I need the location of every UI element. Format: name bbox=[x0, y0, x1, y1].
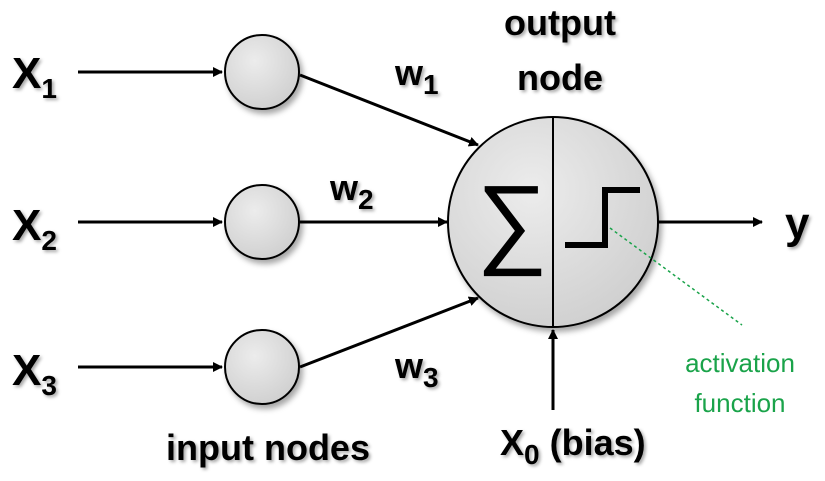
weight-arrow-1 bbox=[299, 73, 479, 147]
input-node-1 bbox=[224, 34, 300, 110]
input-label-x3: X3 bbox=[12, 346, 57, 401]
step-function-icon bbox=[565, 187, 640, 248]
input-label-x1: X1 bbox=[12, 49, 57, 104]
weight-label-w1: w1 bbox=[394, 52, 439, 100]
input-nodes-label: input nodes bbox=[166, 427, 370, 468]
activation-label-line2: function bbox=[694, 388, 785, 418]
weight-arrow-3 bbox=[299, 296, 479, 369]
weight-label-w2: w2 bbox=[329, 167, 374, 215]
bias-label: X0 (bias) bbox=[500, 422, 646, 470]
output-label-y: y bbox=[785, 199, 810, 248]
input-node-2 bbox=[224, 184, 300, 260]
weight-label-w3: w3 bbox=[394, 345, 439, 393]
summation-symbol: ∑ bbox=[476, 165, 547, 277]
output-node-title-line2: node bbox=[517, 57, 603, 98]
input-label-x2: X2 bbox=[12, 201, 57, 256]
input-node-3 bbox=[224, 329, 300, 405]
activation-label-line1: activation bbox=[685, 348, 795, 378]
output-node-title-line1: output bbox=[504, 2, 616, 43]
